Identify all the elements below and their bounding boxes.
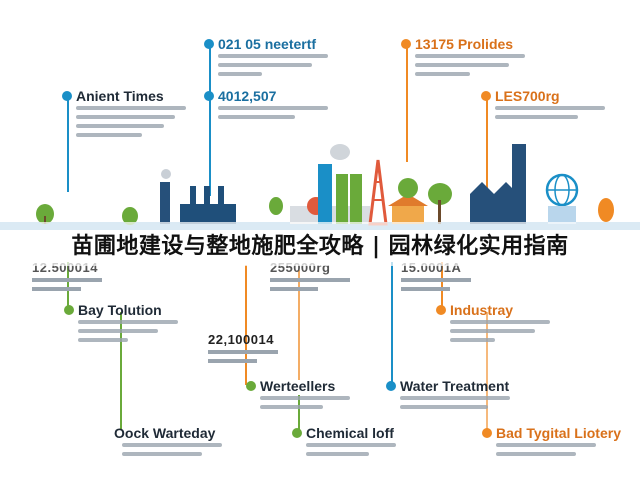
node-description-lines	[78, 320, 178, 347]
node-title: 13175 Prolides	[415, 36, 514, 52]
timeline-line-center-mid2	[298, 270, 300, 380]
node-title: 4012,507	[218, 88, 277, 104]
timeline-dot	[401, 39, 411, 49]
node-title: Chemical loff	[306, 425, 394, 441]
timeline-dot	[481, 91, 491, 101]
timeline-line-right-lower	[441, 262, 443, 310]
node-title: Industray	[450, 302, 514, 318]
timeline-line-center-top2	[209, 96, 211, 196]
title-banner: 苗圃地建设与整地施肥全攻略 | 园林绿化实用指南	[0, 222, 640, 266]
timeline-line-center-bottom	[298, 395, 300, 430]
node-description-lines	[122, 443, 222, 461]
node-title: Werteellers	[260, 378, 336, 394]
node-description-lines	[218, 54, 328, 81]
node-description-lines	[306, 443, 396, 461]
node-title: Bad Tygital Liotery	[496, 425, 621, 441]
timeline-line-center-mid	[245, 265, 247, 385]
node-title: LES700rg	[495, 88, 560, 104]
timeline-dot	[386, 381, 396, 391]
node-description-lines	[496, 443, 596, 461]
timeline-line-right-top	[406, 42, 408, 162]
timeline-dot	[436, 305, 446, 315]
timeline-line-center-top	[209, 42, 211, 96]
node-description-lines	[450, 320, 550, 347]
timeline-dot	[204, 39, 214, 49]
timeline-dot	[292, 428, 302, 438]
timeline-line-left	[67, 96, 69, 192]
timeline-dot	[62, 91, 72, 101]
mid-right-description	[401, 278, 471, 291]
timeline-dot	[204, 91, 214, 101]
node-title: Water Treatment	[400, 378, 510, 394]
node-description-lines	[495, 106, 605, 124]
timeline-line-left-lower	[67, 262, 69, 310]
node-title: 021 05 neetertf	[218, 36, 317, 52]
node-description-lines	[415, 54, 525, 81]
center-number-2: 22,100014	[208, 332, 274, 347]
timeline-line-right-side	[486, 96, 488, 191]
timeline-line-far-right	[486, 312, 488, 430]
node-title: Anient Times	[76, 88, 164, 104]
node-description-lines	[218, 106, 328, 124]
node-description-lines	[76, 106, 186, 142]
timeline-line-green-bottom	[120, 312, 122, 430]
center-number-2-description	[208, 350, 278, 363]
timeline-dot	[482, 428, 492, 438]
node-title: Bay Tolution	[78, 302, 162, 318]
banner-title: 苗圃地建设与整地施肥全攻略 | 园林绿化实用指南	[71, 234, 569, 259]
mid-center-description	[270, 278, 350, 291]
node-description-lines	[400, 396, 510, 414]
mid-left-description	[32, 278, 102, 291]
timeline-dot	[246, 381, 256, 391]
node-title: Oock Warteday	[114, 425, 216, 441]
timeline-line-right-mid	[391, 262, 393, 382]
timeline-dot	[64, 305, 74, 315]
industrial-skyline-illustration	[0, 144, 640, 230]
node-description-lines	[260, 396, 350, 414]
